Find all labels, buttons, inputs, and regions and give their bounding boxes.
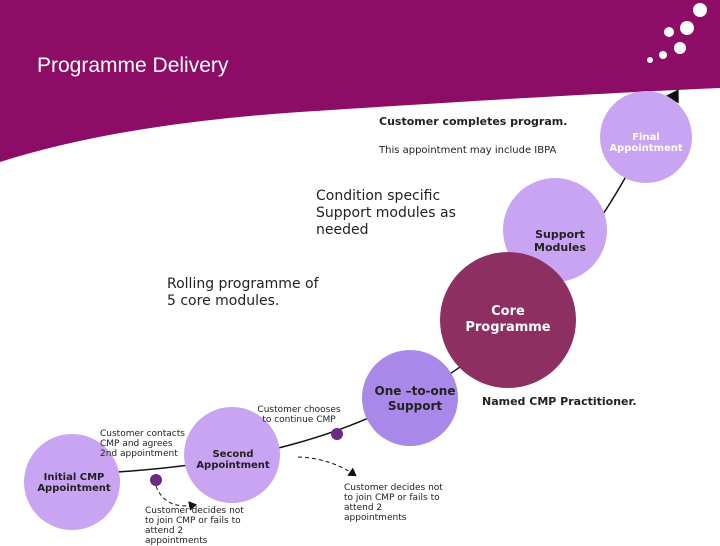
decor-dot (693, 3, 707, 17)
final-appointment-node (600, 91, 692, 183)
one-to-one-support-node (362, 350, 458, 446)
chooses-annotation: Customer chooses to continue CMP (257, 405, 341, 425)
decor-dot (664, 27, 674, 37)
rolling-programme-annotation: Rolling programme of 5 core modules. (167, 276, 319, 309)
decides-not-annotation-1: Customer decides not to join CMP or fail… (145, 506, 244, 546)
decor-dot (659, 51, 667, 59)
support-modules-label: Support Modules (534, 228, 586, 254)
exit-arrow-2 (297, 456, 357, 477)
header-banner (0, 0, 720, 162)
core-programme-label: Core Programme (465, 304, 551, 335)
second-appointment-label: Second Appointment (196, 449, 270, 471)
page-title: Programme Delivery (37, 54, 229, 77)
decor-dot (647, 57, 653, 63)
named-practitioner-annotation: Named CMP Practitioner. (482, 395, 637, 408)
second-appointment-node (184, 407, 280, 503)
path-dot (331, 428, 343, 440)
initial-appointment-label: Initial CMP Appointment (37, 472, 111, 494)
final-appointment-label: Final Appointment (609, 132, 683, 154)
decor-dot (680, 21, 694, 35)
decides-not-annotation-2: Customer decides not to join CMP or fail… (344, 483, 443, 523)
condition-specific-annotation: Condition specific Support modules as ne… (316, 188, 456, 238)
exit-arrow-1 (155, 485, 197, 511)
decor-dot (674, 42, 686, 54)
core-programme-node (440, 252, 576, 388)
contacts-annotation: Customer contacts CMP and agrees 2nd app… (100, 429, 185, 459)
one-to-one-support-label: One –to-one Support (374, 384, 456, 413)
completes-program-annotation: Customer completes program. (379, 115, 568, 128)
path-dot (150, 474, 162, 486)
ibpa-annotation: This appointment may include IBPA (379, 145, 557, 156)
initial-appointment-node (24, 434, 120, 530)
